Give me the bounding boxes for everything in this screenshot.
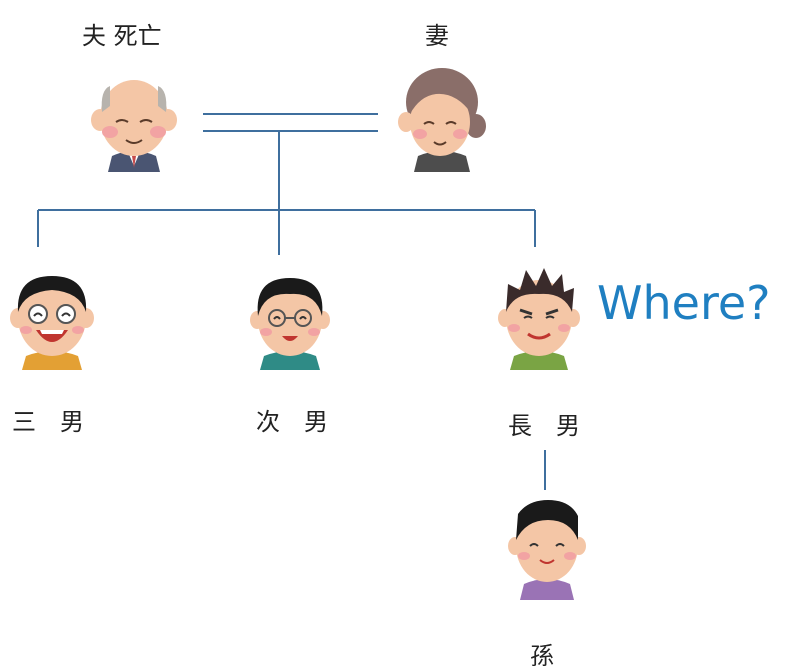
second-son-avatar (250, 278, 330, 370)
wife-avatar (398, 68, 486, 172)
where-question: Where? (597, 276, 771, 330)
eldest-son-avatar (498, 268, 580, 370)
second-son-label: 次 男 (256, 408, 328, 436)
wife-label: 妻 (425, 22, 449, 50)
husband-label: 夫 死亡 (82, 22, 162, 50)
eldest-son-label: 長 男 (508, 412, 580, 440)
grandchild-label: 孫 (530, 642, 554, 666)
third-son-avatar (10, 276, 94, 370)
third-son-label: 三 男 (12, 408, 84, 436)
husband-avatar (91, 80, 177, 172)
grandchild-avatar (508, 500, 586, 600)
